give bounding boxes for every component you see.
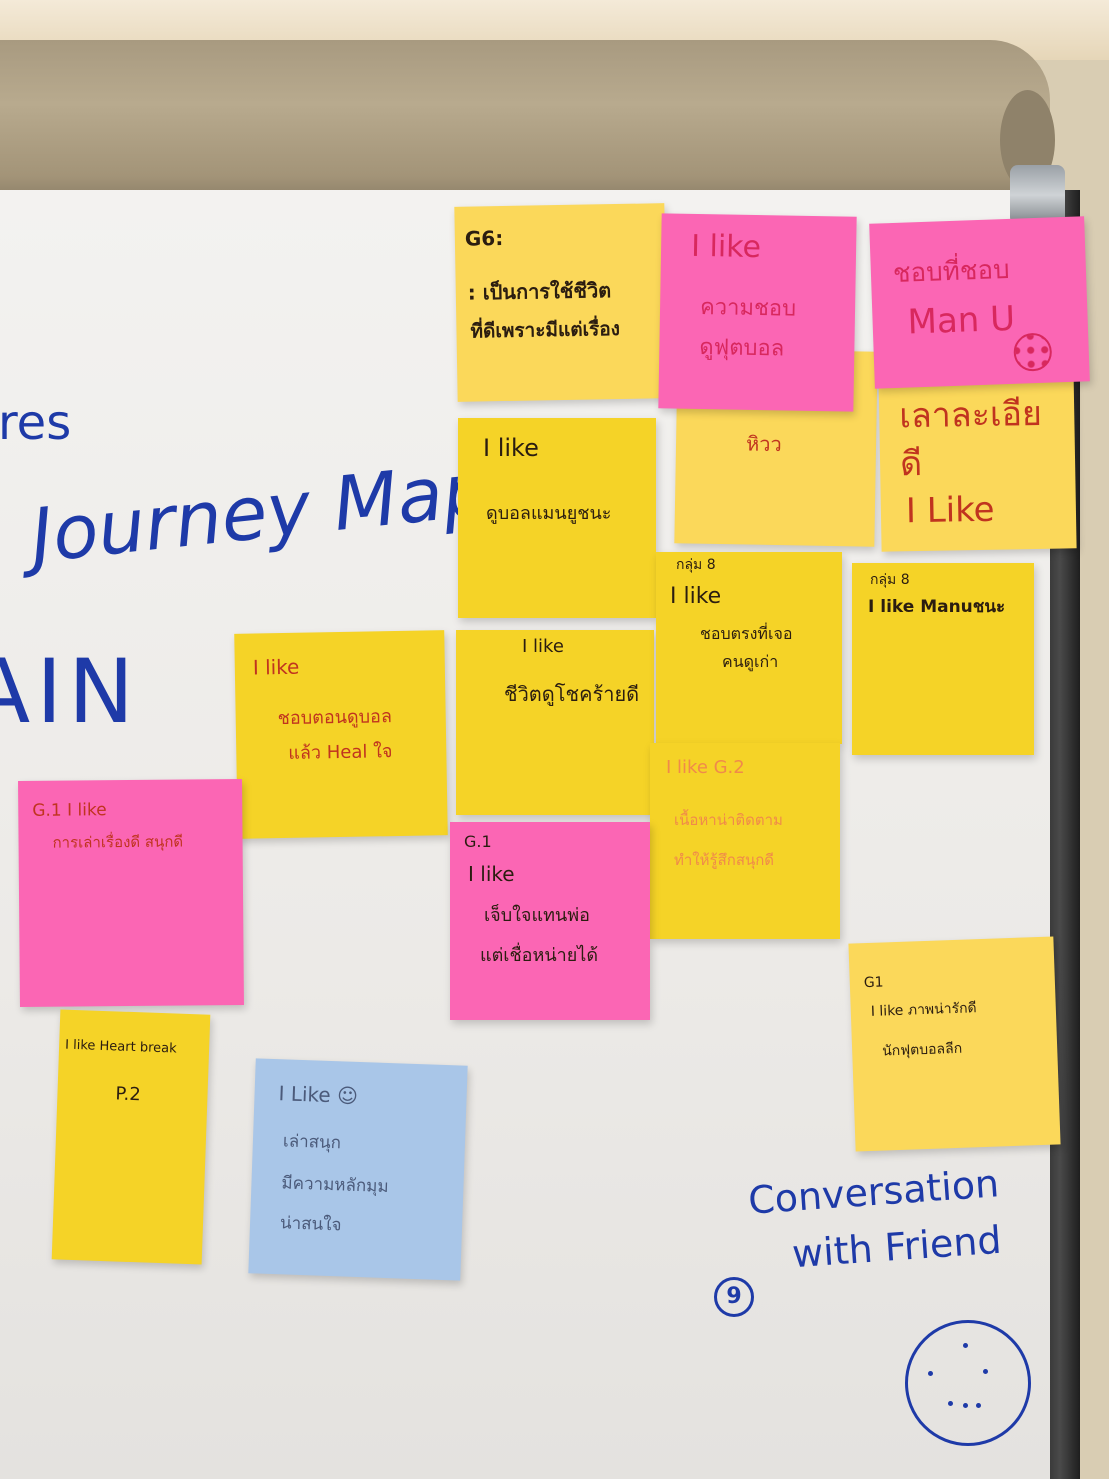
note-text: ชอบตอนดูบอล xyxy=(277,706,393,730)
note-text: G6: xyxy=(464,226,504,251)
easel-clip xyxy=(1010,165,1065,225)
note-text: I like xyxy=(670,584,722,609)
sticky-note-bad-luck: I like ชีวิตดูโชคร้ายดี xyxy=(456,630,654,815)
note-text: หิวว xyxy=(745,431,782,457)
face-dot xyxy=(948,1401,953,1406)
sticky-note-heal: I like ชอบตอนดูบอล แล้ว Heal ใจ xyxy=(234,630,448,839)
note-text: แต่เชื่อหน่ายได้ xyxy=(480,945,599,966)
note-text: I like Manuชนะ xyxy=(868,597,1006,617)
football-icon xyxy=(1013,332,1053,372)
note-text: ชอบตรงที่เจอ xyxy=(700,624,793,643)
sticky-note-i-like-detail: เลาละเอีย ดี I Like xyxy=(878,363,1077,552)
sticky-note-man-u: ชอบที่ชอบ Man U xyxy=(869,216,1090,389)
sticky-note-group8-a: กลุ่ม 8 I like ชอบตรงที่เจอ คนดูเก่า xyxy=(656,552,842,744)
sticky-note-g1-story: G.1 I like การเล่าเรื่องดี สนุกดี xyxy=(18,779,244,1007)
note-text: เนื้อหาน่าติดตาม xyxy=(674,811,783,829)
note-text: I like xyxy=(522,636,564,657)
note-text: G.1 xyxy=(464,832,492,851)
note-text: นักฟุตบอลลีก xyxy=(881,1040,963,1060)
note-text: การเล่าเรื่องดี สนุกดี xyxy=(52,832,184,852)
note-text: กลุ่ม 8 xyxy=(676,557,716,573)
sticky-note-manu-win: I like ดูบอลแมนยูชนะ xyxy=(458,418,656,618)
face-dot xyxy=(976,1403,981,1408)
note-text: ความชอบ xyxy=(699,294,797,322)
note-text: ชอบที่ชอบ xyxy=(892,254,1011,289)
note-text: I Like ☺ xyxy=(278,1081,359,1108)
note-text: G.1 I like xyxy=(32,800,107,821)
note-text: I like G.2 xyxy=(666,757,745,778)
sticky-note-g1-cute: G1 I like ภาพน่ารักดี นักฟุตบอลลีก xyxy=(848,936,1061,1152)
note-text: ดี xyxy=(899,443,923,485)
note-text: น่าสนใจ xyxy=(279,1213,342,1236)
note-text: ชีวิตดูโชคร้ายดี xyxy=(504,682,640,706)
note-text: I like xyxy=(252,654,300,680)
note-text: แล้ว Heal ใจ xyxy=(288,741,393,764)
note-text: I like Heart break xyxy=(64,1037,177,1057)
note-text: I like ภาพน่ารักดี xyxy=(870,1000,977,1020)
face-doodle xyxy=(905,1320,1031,1446)
heading-fragment: res xyxy=(0,395,72,451)
sticky-note-blue: I Like ☺ เล่าสนุก มีความหลักมุม น่าสนใจ xyxy=(248,1058,468,1281)
note-text: ดูฟุตบอล xyxy=(699,334,785,362)
paper-roll xyxy=(0,40,1050,200)
step-number-badge: 9 xyxy=(714,1277,754,1317)
note-text: ที่ดีเพราะมีแต่เรื่อง xyxy=(470,317,621,343)
face-dot xyxy=(983,1369,988,1374)
note-text: กลุ่ม 8 xyxy=(870,572,910,588)
note-text: P.2 xyxy=(115,1083,142,1106)
note-text: เล่าสนุก xyxy=(282,1131,342,1154)
note-text: I like xyxy=(483,434,539,462)
note-text: ทำให้รู้สึกสนุกดี xyxy=(674,851,775,869)
note-text: I like xyxy=(468,862,515,886)
side-fragment: AIN xyxy=(0,640,140,743)
face-dot xyxy=(963,1403,968,1408)
note-text: มีความหลักมุม xyxy=(281,1173,389,1198)
note-text: I like xyxy=(690,228,762,266)
note-text: เลาละเอีย xyxy=(898,393,1043,437)
sticky-note-g1-heartache: G.1 I like เจ็บใจแทนพ่อ แต่เชื่อหน่ายได้ xyxy=(450,822,650,1020)
face-dot xyxy=(928,1371,933,1376)
face-dot xyxy=(963,1343,968,1348)
sticky-note-group8-b: กลุ่ม 8 I like Manuชนะ xyxy=(852,563,1034,755)
note-text: เจ็บใจแทนพ่อ xyxy=(484,905,590,926)
sticky-note-football: I like ความชอบ ดูฟุตบอล xyxy=(658,213,857,412)
sticky-note-g6: G6: : เป็นการใช้ชีวิต ที่ดีเพราะมีแต่เรื… xyxy=(454,203,668,402)
sticky-note-g2: I like G.2 เนื้อหาน่าติดตาม ทำให้รู้สึกส… xyxy=(650,743,840,939)
note-text: ดูบอลแมนยูชนะ xyxy=(486,503,612,524)
note-text: : เป็นการใช้ชีวิต xyxy=(467,278,612,305)
note-text: G1 xyxy=(863,974,884,992)
note-text: I Like xyxy=(905,489,995,532)
note-text: คนดูเก่า xyxy=(722,652,779,671)
sticky-note-heartbreak: I like Heart break P.2 xyxy=(51,1009,211,1265)
note-text: Man U xyxy=(906,298,1016,343)
